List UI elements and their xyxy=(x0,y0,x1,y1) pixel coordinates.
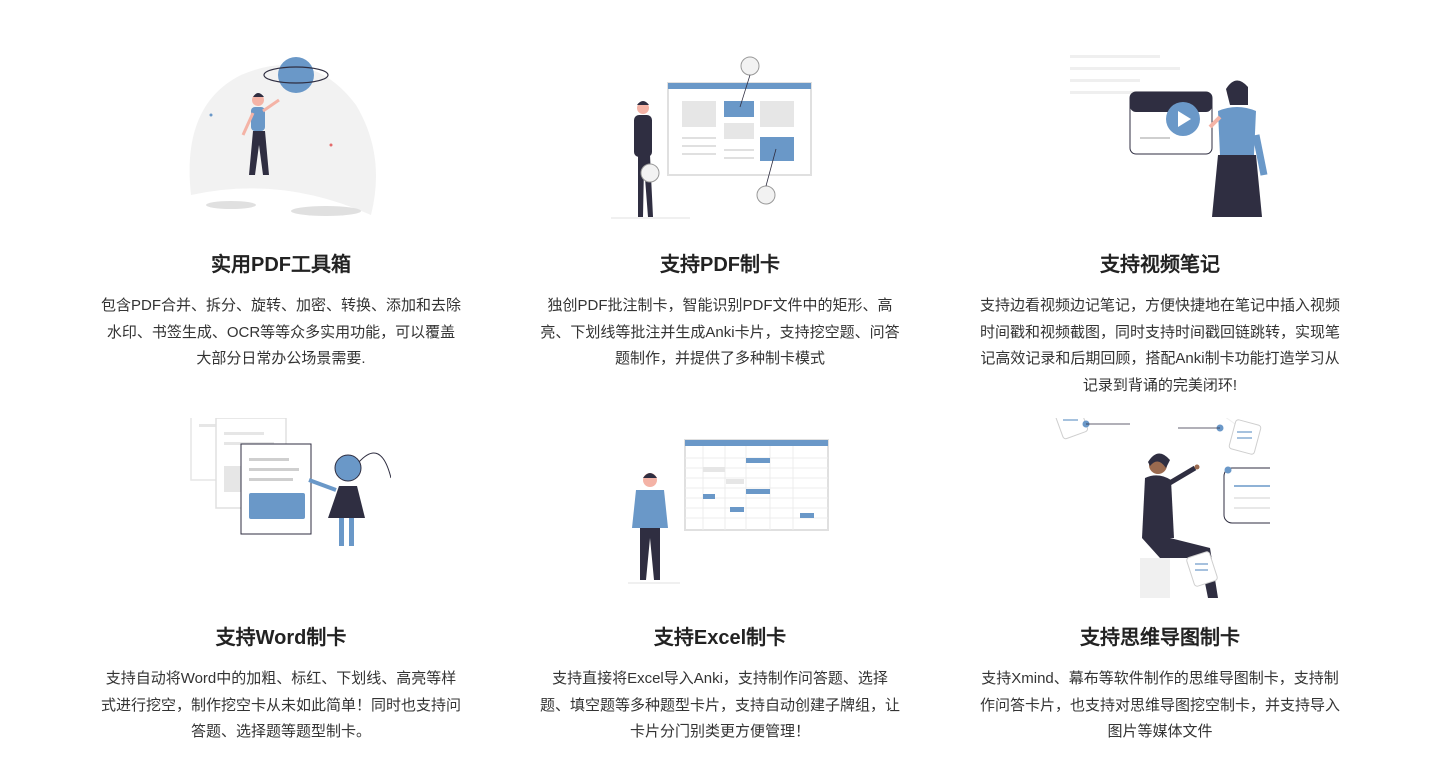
document-annotation-icon xyxy=(611,56,812,219)
feature-card-mindmap-cards: 支持思维导图制卡 支持Xmind、幕布等软件制作的思维导图制卡，支持制作问答卡片… xyxy=(960,418,1360,746)
mindmap-cards-illustration xyxy=(960,418,1360,598)
word-documents-icon xyxy=(190,418,391,546)
excel-cards-illustration xyxy=(520,418,920,598)
feature-title: 支持思维导图制卡 xyxy=(1080,627,1240,649)
feature-description: 支持边看视频边记笔记，方便快捷地在笔记中插入视频时间戳和视频截图，同时支持时间戳… xyxy=(980,297,1341,394)
pdf-toolbox-illustration xyxy=(81,45,481,225)
feature-description: 包含PDF合并、拆分、旋转、加密、转换、添加和去除水印、书签生成、OCR等等众多… xyxy=(101,297,462,367)
pdf-cards-illustration xyxy=(520,45,920,225)
feature-card-word-cards: 支持Word制卡 支持自动将Word中的加粗、标红、下划线、高亮等样式进行挖空，… xyxy=(81,418,481,746)
feature-description: 支持自动将Word中的加粗、标红、下划线、高亮等样式进行挖空，制作挖空卡从未如此… xyxy=(101,670,462,740)
feature-card-video-notes: 支持视频笔记 支持边看视频边记笔记，方便快捷地在笔记中插入视频时间戳和视频截图，… xyxy=(960,45,1360,399)
spreadsheet-icon xyxy=(628,439,829,584)
feature-description: 独创PDF批注制卡，智能识别PDF文件中的矩形、高亮、下划线等批注并生成Anki… xyxy=(540,297,900,367)
video-play-icon xyxy=(1070,55,1268,217)
astronaut-planet-icon xyxy=(189,57,376,216)
feature-title: 支持Excel制卡 xyxy=(653,627,787,649)
feature-title: 支持Word制卡 xyxy=(215,627,347,649)
feature-card-pdf-cards: 支持PDF制卡 独创PDF批注制卡，智能识别PDF文件中的矩形、高亮、下划线等批… xyxy=(520,45,920,373)
feature-description: 支持Xmind、幕布等软件制作的思维导图制卡，支持制作问答卡片，也支持对思维导图… xyxy=(980,670,1341,740)
video-notes-illustration xyxy=(960,45,1360,225)
feature-title: 支持视频笔记 xyxy=(1100,254,1220,276)
feature-description: 支持直接将Excel导入Anki，支持制作问答题、选择题、填空题等多种题型卡片，… xyxy=(540,670,901,740)
mindmap-network-icon xyxy=(1053,418,1270,598)
feature-card-pdf-toolbox: 实用PDF工具箱 包含PDF合并、拆分、旋转、加密、转换、添加和去除水印、书签生… xyxy=(81,45,481,373)
feature-title: 支持PDF制卡 xyxy=(660,254,780,276)
word-cards-illustration xyxy=(81,418,481,598)
feature-title: 实用PDF工具箱 xyxy=(211,254,351,276)
feature-card-excel-cards: 支持Excel制卡 支持直接将Excel导入Anki，支持制作问答题、选择题、填… xyxy=(520,418,920,746)
